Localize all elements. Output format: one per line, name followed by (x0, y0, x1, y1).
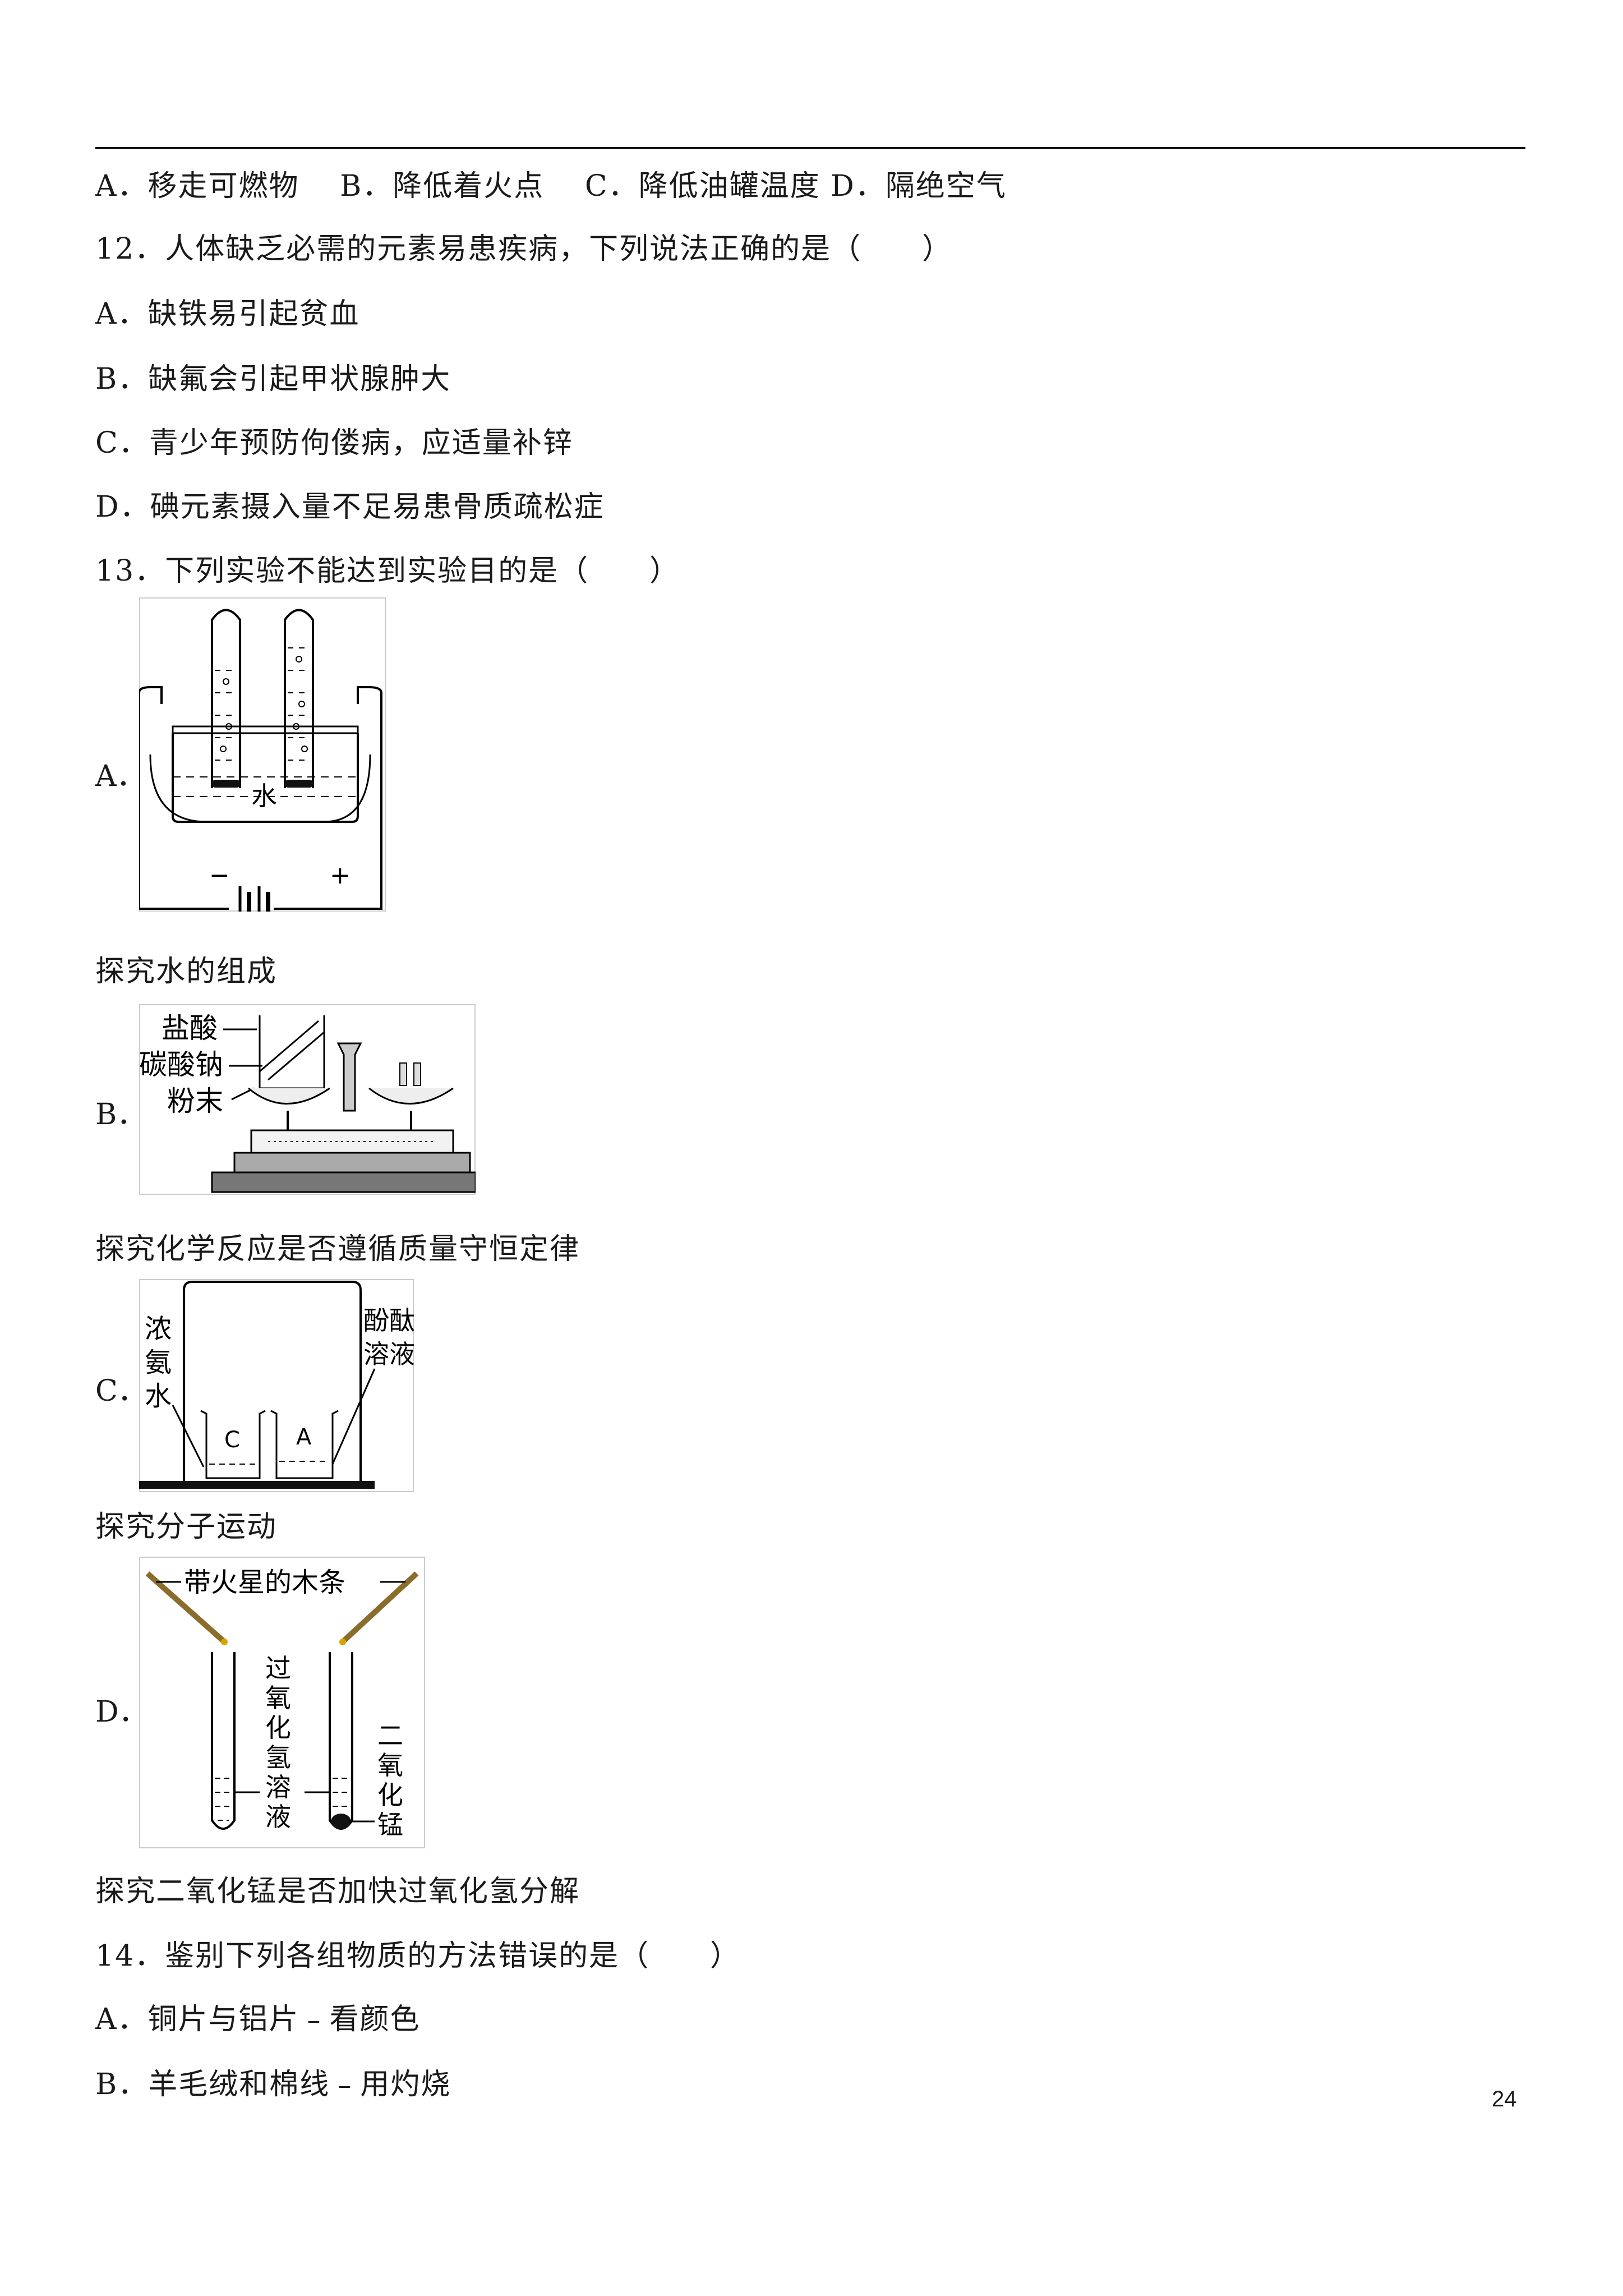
h2o2-char-5: 溶 (265, 1772, 291, 1802)
h2o2-char-1: 过 (265, 1653, 291, 1683)
q14-stem: 14．鉴别下列各组物质的方法错误的是（ ） (95, 1939, 741, 1973)
q12-option-b: B．缺氟会引起甲状腺肿大 (95, 362, 451, 396)
water-label: 水 (251, 781, 277, 811)
q12-option-d: D．碘元素摄入量不足易患骨质疏松症 (95, 490, 605, 524)
q13-option-d-caption: 探究二氧化锰是否加快过氧化氢分解 (95, 1875, 580, 1908)
ammonia-label-3: 水 (145, 1381, 172, 1412)
q13-figure-d-catalysis: 带火星的木条 过 氧 化 氢 溶 液 二 氧 化 锰 (139, 1557, 425, 1848)
mno2-char-2: 氧 (377, 1750, 403, 1780)
h2o2-char-2: 氧 (265, 1683, 291, 1713)
q12-option-c: C．青少年预防佝偻病，应适量补锌 (95, 426, 573, 460)
powder-label-2: 粉末 (167, 1085, 223, 1117)
q13-option-a-caption: 探究水的组成 (95, 955, 278, 988)
beaker-a-label: A (296, 1424, 312, 1450)
glowing-splint-label: 带火星的木条 (184, 1567, 345, 1598)
q14-option-b: B．羊毛绒和棉线﹣用灼烧 (95, 2068, 451, 2101)
positive-terminal-label: + (330, 861, 351, 890)
ammonia-label-1: 浓 (145, 1313, 172, 1345)
q13-option-b-letter: B． (95, 1098, 146, 1131)
powder-label-1: 碳酸钠 (139, 1048, 223, 1081)
beaker-c-label: C (224, 1427, 240, 1453)
mno2-char-3: 化 (377, 1780, 403, 1810)
q11-options: A．移走可燃物 B．降低着火点 C．降低油罐温度 D．隔绝空气 (95, 169, 1007, 203)
acid-label: 盐酸 (162, 1012, 218, 1045)
q12-option-a: A．缺铁易引起贫血 (95, 297, 360, 331)
header-rule (95, 147, 1525, 149)
q13-figure-b-balance: 盐酸 碳酸钠 粉末 (139, 1004, 476, 1195)
q13-option-b-caption: 探究化学反应是否遵循质量守恒定律 (95, 1232, 580, 1266)
page-number: 24 (1492, 2087, 1517, 2111)
q13-figure-c-molecular-motion: C A 浓 氨 水 酚酞 溶液 (139, 1279, 414, 1492)
h2o2-char-4: 氢 (265, 1742, 291, 1773)
mno2-char-1: 二 (377, 1720, 403, 1751)
negative-terminal-label: − (209, 861, 230, 890)
ammonia-label-2: 氨 (145, 1347, 172, 1378)
h2o2-char-6: 液 (265, 1802, 291, 1832)
phenolphthalein-label-2: 溶液 (363, 1339, 414, 1369)
q13-stem: 13．下列实验不能达到实验目的是（ ） (95, 554, 680, 588)
mno2-char-4: 锰 (377, 1810, 403, 1840)
phenolphthalein-label-1: 酚酞 (363, 1305, 414, 1336)
q14-option-a: A．铜片与铝片﹣看颜色 (95, 2003, 421, 2036)
q13-option-a-letter: A． (95, 760, 146, 793)
q13-figure-a-electrolysis: 水 − + (139, 597, 386, 912)
q13-option-c-letter: C． (95, 1374, 147, 1408)
q13-option-c-caption: 探究分子运动 (95, 1510, 278, 1544)
q12-stem: 12．人体缺乏必需的元素易患疾病，下列说法正确的是（ ） (95, 232, 953, 266)
h2o2-char-3: 化 (265, 1713, 291, 1743)
